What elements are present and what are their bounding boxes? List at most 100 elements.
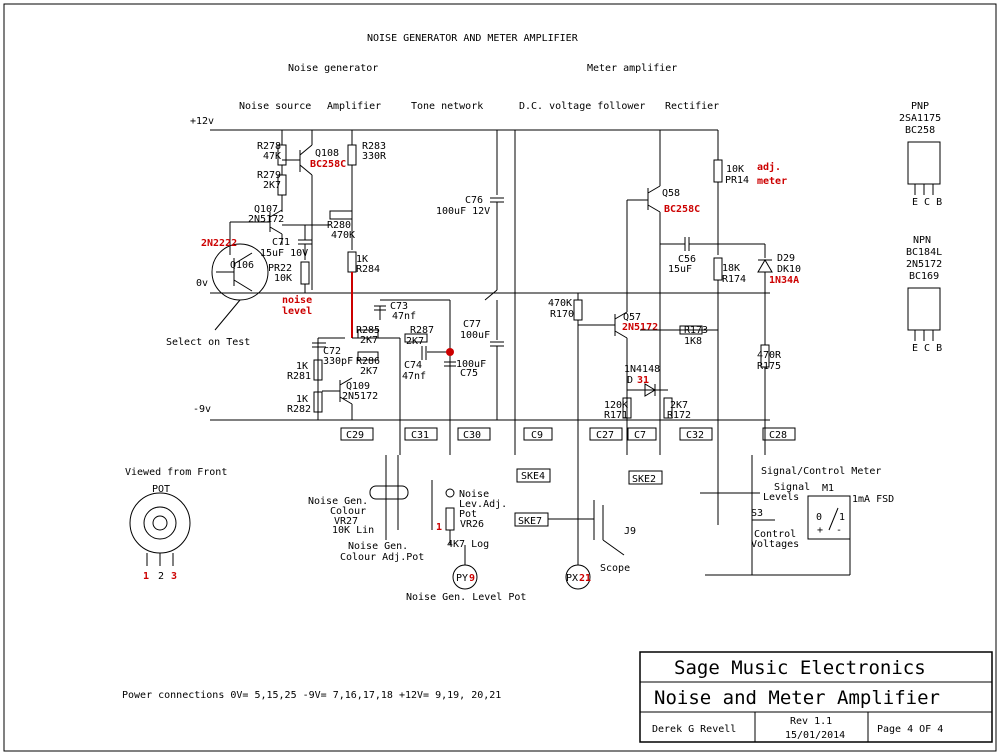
svg-text:100uF: 100uF [460,330,490,341]
svg-text:R279: R279 [257,170,281,181]
resistor-r173 [679,325,703,335]
sheet-border [3,3,997,752]
svg-text:10K Lin: 10K Lin [332,525,374,536]
svg-text:C7: C7 [634,430,646,441]
signal-control-meter: Signal/Control Meter Signal Levels S3 Co… [700,455,894,576]
svg-text:R287: R287 [410,325,434,336]
svg-text:PNP: PNP [911,101,929,112]
svg-text:C27: C27 [596,430,614,441]
svg-text:0: 0 [816,512,822,523]
svg-text:Noise Gen.: Noise Gen. [308,496,368,507]
diode-d31 [644,383,656,397]
svg-text:1: 1 [436,522,442,533]
svg-text:15uF 10V: 15uF 10V [260,248,308,259]
select-on-test: Select on Test [166,337,250,348]
connector-ske2 [628,470,663,485]
svg-text:1K8: 1K8 [684,336,702,347]
trimmer-pr22 [300,261,310,285]
rail-zero-label: 0v [196,278,208,289]
svg-text:Scope: Scope [600,563,630,574]
svg-text:S3: S3 [751,508,763,519]
svg-text:1K: 1K [296,394,308,405]
svg-text:C31: C31 [411,430,429,441]
resistor-r172 [663,397,673,419]
connector-c30 [457,427,491,441]
svg-text:BC184L: BC184L [906,247,942,258]
svg-text:DK10: DK10 [777,264,801,275]
q57-label: Q57 [623,312,641,323]
svg-text:C30: C30 [463,430,481,441]
meter-m1 [807,495,851,540]
svg-text:R286: R286 [356,356,380,367]
svg-text:R281: R281 [287,371,311,382]
document-title: Noise and Meter Amplifier [654,687,940,709]
svg-text:47nf: 47nf [392,311,416,322]
q109-label: Q109 [346,381,370,392]
page-number: Page 4 OF 4 [877,724,943,735]
company-name: Sage Music Electronics [674,657,926,679]
svg-text:C32: C32 [686,430,704,441]
section-meter-amplifier: Meter amplifier [587,63,677,74]
svg-text:VR27: VR27 [334,516,358,527]
q108-label: Q108 [315,148,339,159]
svg-text:9: 9 [469,573,475,584]
resistor-r174 [713,257,723,281]
svg-text:100uF 12V: 100uF 12V [436,206,490,217]
q106-label: Q106 [230,260,254,271]
svg-text:2K7: 2K7 [360,335,378,346]
svg-text:PY: PY [456,573,468,584]
connector-c9 [523,427,553,441]
author: Derek G Revell [652,724,736,735]
connector-c27 [589,427,623,441]
q57-type: 2N5172 [622,322,658,333]
svg-text:Control: Control [754,529,796,540]
connector-row: C29 C31 C30 C9 C27 C7 C32 C28 [340,427,796,441]
svg-text:C71: C71 [272,237,290,248]
svg-text:C72: C72 [323,346,341,357]
revision-date: 15/01/2014 [785,730,845,741]
q109-type: 2N5172 [342,391,378,402]
svg-text:10K: 10K [274,273,292,284]
svg-text:Pot: Pot [459,509,477,520]
colour-pot: Noise Gen. Colour VR27 10K Lin Noise Gen… [308,455,424,563]
connector-ske4 [516,468,551,483]
svg-text:15uF: 15uF [668,264,692,275]
svg-text:100uF: 100uF [456,359,486,370]
resistor-r281 [313,359,323,381]
junction-red [446,348,454,356]
svg-text:R174: R174 [722,274,746,285]
connector-c31 [404,427,438,441]
svg-text:R171: R171 [604,410,628,421]
svg-text:2: 2 [158,571,164,582]
svg-text:2K7: 2K7 [670,400,688,411]
svg-text:C75: C75 [460,368,478,379]
svg-text:330pF: 330pF [323,356,353,367]
svg-text:C9: C9 [531,430,543,441]
svg-text:C29: C29 [346,430,364,441]
svg-text:BC258: BC258 [905,125,935,136]
svg-text:BC169: BC169 [909,271,939,282]
svg-text:120K: 120K [604,400,628,411]
svg-text:VR26: VR26 [460,519,484,530]
svg-text:C76: C76 [465,195,483,206]
noise-source-section: R278 47K R279 2K7 Q108 BC258C Q107 2N517… [166,130,346,348]
svg-text:Colour: Colour [330,506,366,517]
svg-text:Signal/Control Meter: Signal/Control Meter [761,466,881,477]
svg-text:SKE4: SKE4 [521,471,545,482]
svg-text:R283: R283 [362,141,386,152]
svg-text:31: 31 [637,375,649,386]
svg-text:R170: R170 [550,309,574,320]
adj-meter-label-2: meter [757,176,787,187]
q107-label: Q107 [254,204,278,215]
svg-text:1: 1 [839,512,845,523]
svg-text:C56: C56 [678,254,696,265]
pot-front-view: Viewed from Front POT 1 2 3 [125,467,227,582]
resistor-r282 [313,391,323,413]
svg-text:C73: C73 [390,301,408,312]
svg-text:Noise: Noise [459,489,489,500]
resistor-r170 [573,299,583,321]
svg-text:1N34A: 1N34A [769,275,799,286]
title-block: Sage Music Electronics Noise and Meter A… [639,651,993,743]
amplifier-section: R283 330R R280 470K 1K R284 R285 2K7 C73… [287,130,450,420]
